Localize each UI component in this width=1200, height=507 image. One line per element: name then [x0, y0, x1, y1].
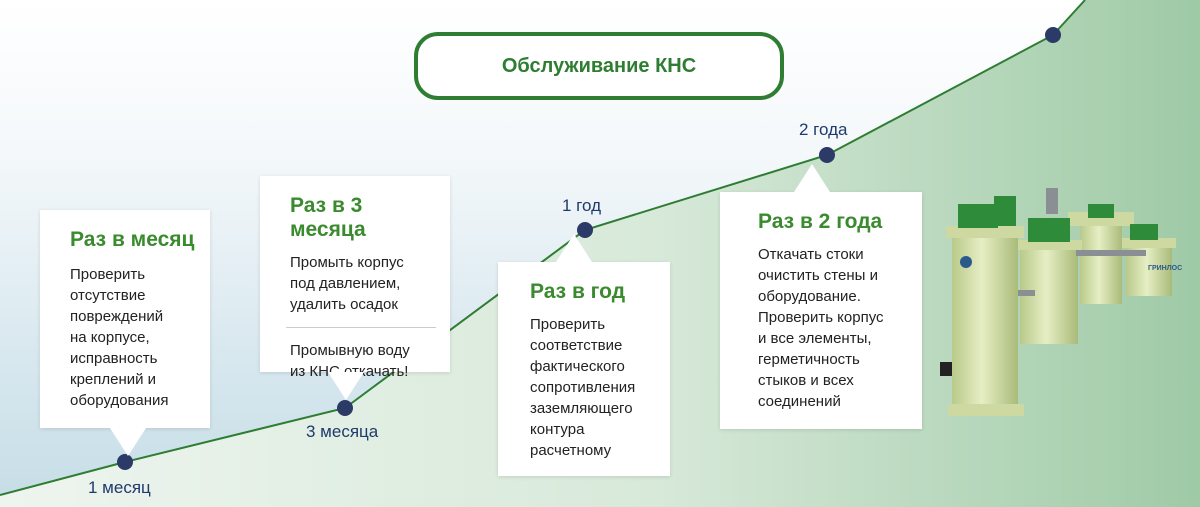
card-text: Проверить отсутствие повреждений на корп… [70, 266, 169, 409]
tanks-illustration: ГРИНЛОС [940, 188, 1182, 416]
card-yearly: Раз в год Проверить соответствие фактиче… [498, 234, 670, 476]
card-pointer [328, 372, 364, 400]
card-quarterly: Раз в 3 месяца Промыть корпус под давлен… [260, 176, 450, 400]
page-title: Обслуживание КНС [501, 54, 697, 77]
milestone-label: 3 месяца [306, 422, 379, 441]
card-pointer [794, 164, 830, 192]
card-text: Промыть корпус под давлением, удалить ос… [290, 254, 404, 313]
card-heading: Раз в 2 года [758, 210, 883, 233]
card-note: Промывную воду из КНС откачать! [290, 342, 410, 380]
card-heading: Раз в год [530, 280, 626, 303]
card-pointer [110, 428, 146, 456]
brand-label: ГРИНЛОС [1148, 265, 1182, 272]
card-biennial: Раз в 2 года Откачать стоки очистить сте… [720, 164, 922, 429]
milestone-label: 1 месяц [88, 478, 151, 497]
milestone-dot [819, 147, 835, 163]
card-monthly: Раз в месяц Проверить отсутствие поврежд… [40, 210, 210, 456]
card-divider [286, 327, 436, 328]
milestone-label: 1 год [562, 196, 602, 215]
card-text: Проверить соответствие фактического сопр… [530, 316, 636, 459]
card-pointer [556, 234, 592, 262]
title-pill: Обслуживание КНС [414, 32, 784, 100]
milestone-dot [1045, 27, 1061, 43]
milestone-label: 2 года [799, 120, 848, 139]
milestone-dot [117, 454, 133, 470]
card-heading: Раз в месяц [70, 228, 195, 251]
card-heading: Раз в 3 месяца [290, 194, 366, 241]
card-text: Откачать стоки очистить стены и оборудов… [758, 246, 884, 410]
milestone-dot [337, 400, 353, 416]
